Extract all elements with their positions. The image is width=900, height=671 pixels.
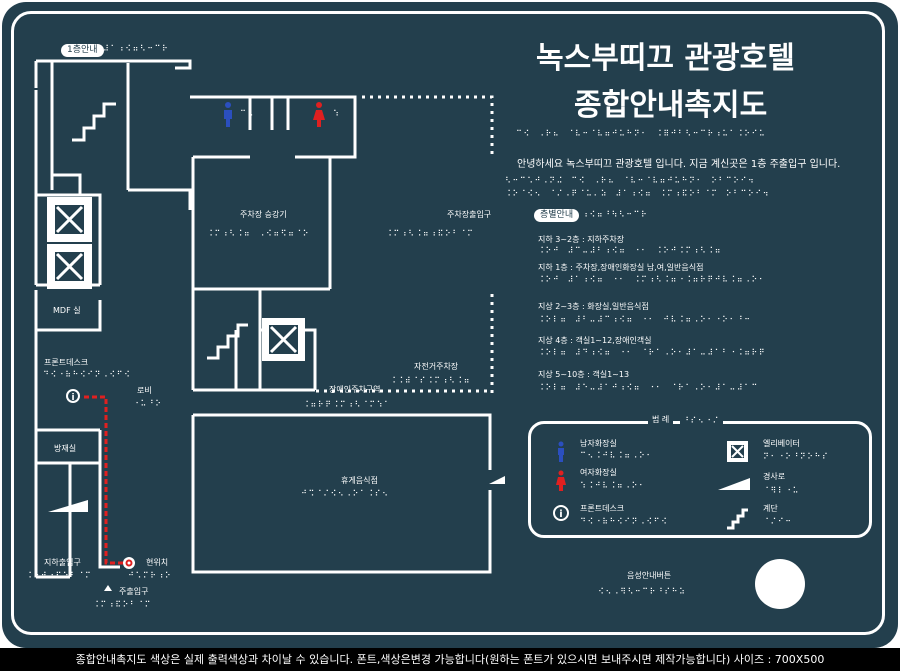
women-legend-icon (556, 470, 566, 491)
intro-braille-1: ⠣⠒⠉⠡⠚⠠⠝⠬⠀⠉⠪⠀⠠⠗⠦⠀⠈⠧⠒⠈⠧⠶⠚⠥⠓⠝⠂⠀⠕⠃⠉⠕⠊⠲ (505, 176, 756, 185)
title-line-2: 종합안내촉지도 (574, 88, 768, 123)
entrance-icon (104, 585, 112, 591)
legend-front-desk-braille: ⠙⠪⠐⠷⠓⠪⠊⠝⠠⠪⠋⠪ (580, 517, 669, 526)
bicycle-parking-braille: ⠨⠨⠾⠈⠎⠨⠍⠰⠣⠨⠶ (390, 376, 471, 385)
stairs-legend-icon (727, 508, 748, 530)
lobby-label: 로비 (137, 386, 152, 395)
board-frame (11, 11, 885, 635)
parking-entrance-braille: ⠨⠍⠰⠣⠨⠶⠰⠯⠕⠃⠈⠍ (386, 229, 475, 238)
title-line-1: 녹스부띠끄 관광호텔 (536, 41, 795, 76)
front-desk-label: 프론트데스크 (44, 358, 89, 367)
footer-note: 종합안내촉지도 색상은 실제 출력색상과 차이날 수 있습니다. 폰트,색상은변… (0, 648, 900, 671)
parking-elevator-braille: ⠨⠍⠰⠣⠨⠶⠀⠠⠪⠶⠫⠶⠈⠕ (207, 229, 311, 238)
legend-men-braille: ⠉⠢⠨⠚⠧⠨⠶⠠⠕⠂ (580, 451, 654, 460)
legend-women-label: 여자화장실 (580, 468, 617, 477)
info-legend-icon (553, 505, 569, 521)
floor-item-text: 지상 2~3층 : 화장실,일반음식점 (538, 302, 649, 311)
bicycle-parking-label: 자전거주차장 (414, 362, 459, 371)
men-legend-icon (558, 441, 564, 462)
parking-elevator-label: 주차장 승강기 (240, 210, 287, 219)
slope-icon (489, 476, 505, 484)
floor-item-text: 지하 3~2층 : 지하주차장 (538, 235, 625, 244)
tactile-map-board (2, 2, 898, 648)
legend-slope-label: 경사로 (763, 472, 786, 481)
accessible-parking-braille: ⠨⠶⠗⠟⠨⠍⠰⠣⠈⠍⠱⠁ (303, 400, 392, 409)
floor-item-text: 지상 5~10층 : 객실1~13 (538, 370, 630, 379)
men-icon (224, 102, 232, 127)
legend-women-braille: ⠱⠨⠚⠧⠨⠶⠠⠕⠂ (580, 481, 647, 490)
floor-guide-braille: ⠰⠪⠶⠘⠳⠣⠒⠉⠗ (582, 210, 649, 219)
floor-item-braille: ⠨⠕⠇⠶⠀⠼⠑⠤⠼⠁⠚⠰⠪⠶⠀⠐⠂⠀⠈⠗⠁⠠⠕⠂⠼⠁⠤⠼⠁⠉ (538, 383, 759, 392)
wall (36, 59, 192, 70)
slope-icon (48, 500, 88, 512)
floor-guide-badge: 층별안내 (534, 209, 580, 222)
floor-item-text: 지하 1층 : 주차장,장애인화장실 남,여,일반음식점 (538, 263, 704, 272)
elevator-legend-icon (727, 441, 748, 462)
rest-area-braille: ⠚⠩⠈⠌⠪⠢⠠⠕⠁⠨⠎⠢ (301, 489, 390, 498)
current-location-braille: ⠚⠡⠍⠗⠰⠕ (128, 571, 173, 580)
legend-stairs-label: 계단 (763, 504, 778, 513)
current-location-label: 현위치 (146, 558, 169, 567)
voice-guide-button (755, 559, 805, 609)
floor-item-braille: ⠨⠕⠇⠶⠀⠼⠙⠰⠪⠶⠀⠐⠂⠀⠈⠗⠁⠠⠕⠂⠼⠁⠤⠼⠁⠃⠐⠨⠶⠗⠟ (538, 348, 767, 357)
legend-slope-braille: ⠈⠻⠇⠐⠥ (763, 486, 800, 495)
elevator-icon (47, 197, 305, 361)
mdf-room-label: MDF 실 (53, 306, 81, 315)
svg-text:i: i (71, 393, 74, 403)
slope-legend-icon (718, 478, 750, 490)
legend-front-desk-label: 프론트데스크 (580, 504, 625, 513)
floor-badge: 1층안내 (61, 44, 104, 57)
intro-text: 안녕하세요 녹스부띠끄 관광호텔 입니다. 지금 계신곳은 1층 주출입구 입니… (517, 159, 841, 170)
floor-item-text: 지상 4층 : 객실1~12,장애인객실 (538, 336, 652, 345)
voice-button-label: 음성안내버튼 (627, 571, 672, 580)
floor-item-braille: ⠨⠕⠚⠀⠼⠁⠰⠪⠶⠀⠐⠂⠀⠨⠍⠰⠣⠨⠶⠐⠨⠶⠗⠟⠚⠧⠨⠶⠠⠕⠂ (538, 275, 767, 284)
legend-men-label: 남자화장실 (580, 439, 617, 448)
main-entrance-label: 주출입구 (119, 587, 149, 596)
route-path (84, 395, 124, 565)
legend-title-braille: ⠘⠎⠢⠐⠌ (680, 417, 723, 425)
front-desk-braille: ⠙⠪⠐⠷⠓⠪⠊⠝⠠⠪⠋⠪ (43, 370, 132, 379)
legend-title: 범 례 (648, 416, 674, 424)
intro-braille-2: ⠨⠕⠈⠪⠢⠀⠈⠌⠠⠟⠈⠥⠄⠵⠀⠼⠁⠰⠪⠶⠀⠨⠍⠰⠯⠕⠃⠈⠍⠀⠕⠃⠉⠕⠊⠲ (505, 189, 770, 198)
legend-elevator-label: 엘리베이터 (763, 439, 800, 448)
rest-area-label: 휴게음식점 (341, 476, 378, 485)
parking-entrance-label: 주차장출입구 (447, 210, 492, 219)
accessible-parking-label: 장애인주차구역 (329, 385, 381, 394)
women-icon (313, 102, 325, 127)
svg-text:i: i (559, 509, 562, 520)
stairs-icon (207, 323, 248, 360)
stairs-icon (72, 102, 116, 142)
legend-stairs-braille: ⠈⠌⠊⠒ (763, 517, 793, 526)
title-braille: ⠉⠪⠀⠠⠗⠦⠀⠈⠧⠒⠈⠧⠶⠚⠥⠓⠝⠂⠀⠨⠿⠚⠃⠣⠒⠉⠗⠰⠥⠁⠨⠕⠊⠥ (516, 129, 767, 138)
legend-elevator-braille: ⠝⠂⠐⠕⠘⠝⠕⠓⠎ (763, 452, 830, 461)
basement-entrance-braille: ⠨⠕⠚⠰⠯⠕⠃⠈⠍ (26, 571, 93, 580)
floor-item-braille: ⠨⠕⠇⠶⠀⠼⠃⠤⠼⠉⠰⠪⠶⠀⠐⠂⠀⠚⠧⠨⠶⠠⠕⠂⠐⠕⠂⠘⠒ (538, 315, 752, 324)
floor-badge-braille: ⠼⠁⠰⠪⠶⠣⠒⠉⠗ (103, 44, 170, 53)
floor-item-braille: ⠨⠕⠚⠀⠼⠉⠤⠼⠃⠰⠪⠶⠀⠐⠂⠀⠨⠕⠚⠨⠍⠰⠣⠨⠶ (538, 246, 722, 255)
women-restroom-braille: ⠱ (333, 109, 341, 118)
basement-entrance-label: 지하출입구 (44, 558, 81, 567)
disaster-room-label: 방재실 (54, 444, 77, 453)
info-icon (66, 389, 80, 403)
main-entrance-braille: ⠨⠍⠰⠯⠕⠃⠈⠍ (93, 600, 152, 609)
lobby-braille: ⠐⠥⠘⠕ (133, 399, 163, 408)
men-restroom-braille: ⠉⠢ (240, 109, 255, 118)
voice-button-braille: ⠪⠢⠠⠻⠣⠒⠉⠗⠘⠎⠓⠵ (598, 587, 687, 596)
